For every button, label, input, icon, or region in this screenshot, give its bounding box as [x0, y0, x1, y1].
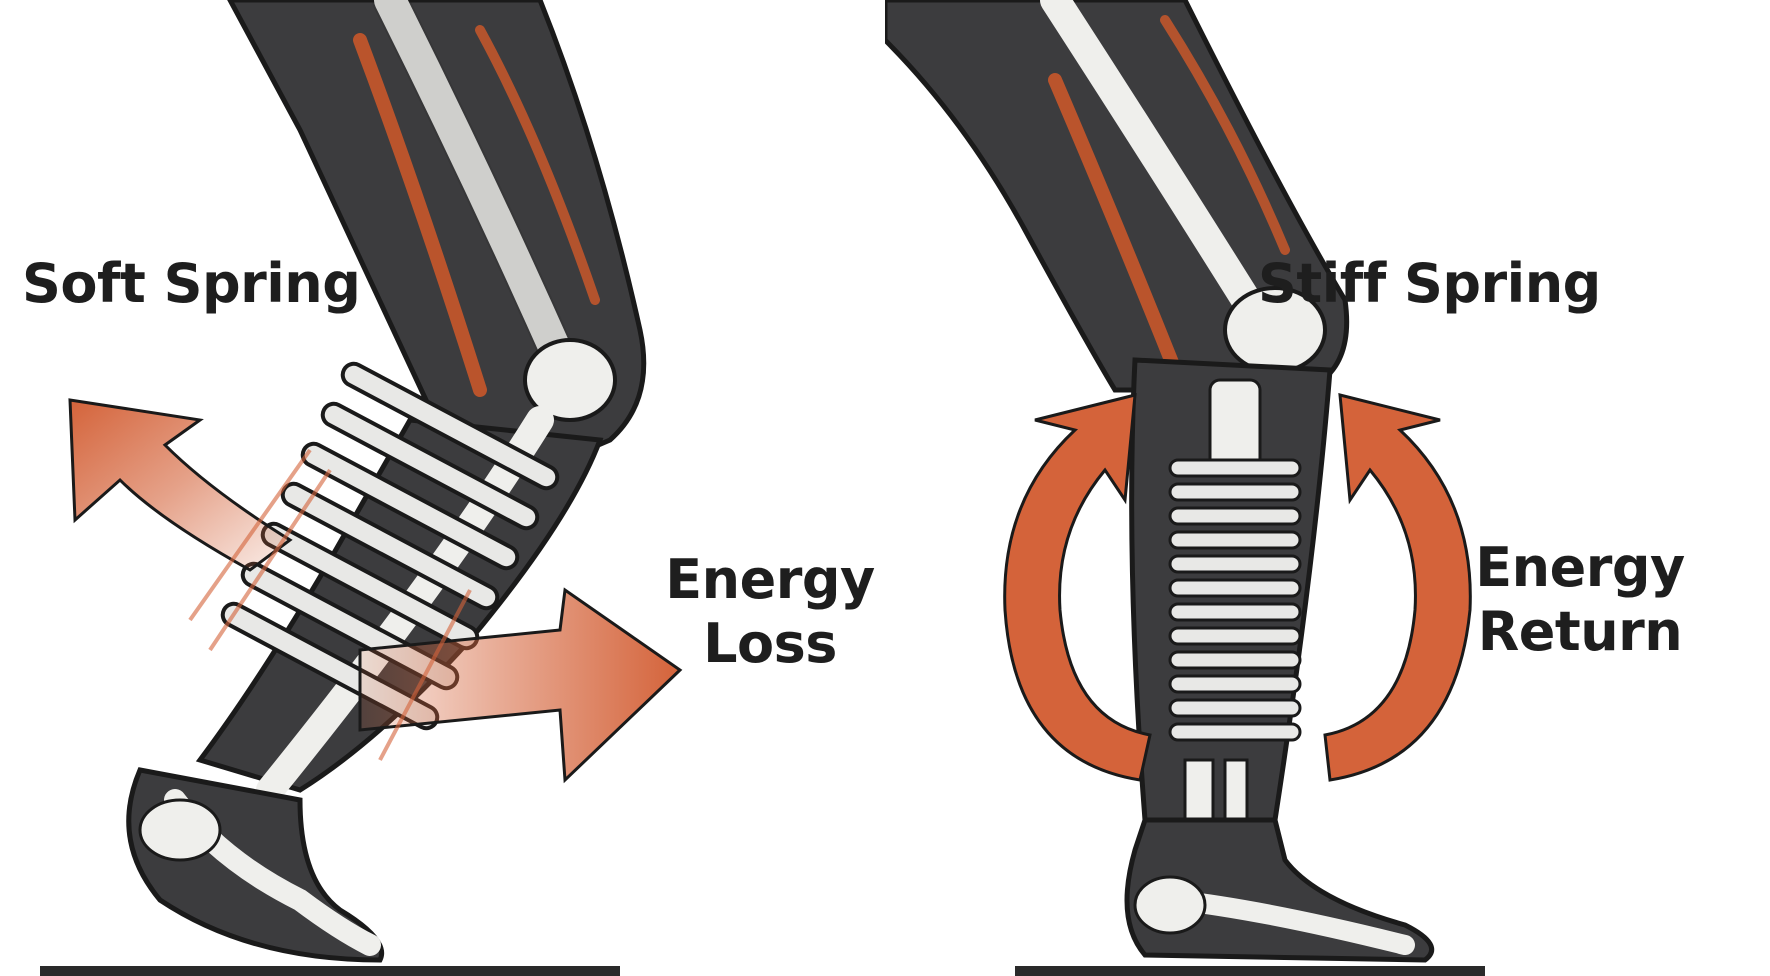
energy-loss-arrow-left: [70, 400, 290, 570]
stiff-spring-leg-illustration: [885, 0, 1770, 976]
energy-return-label: Energy Return: [1445, 536, 1715, 663]
soft-spring-title: Soft Spring: [22, 252, 360, 316]
soft-spring-panel: Soft Spring Energy Loss: [0, 0, 885, 976]
energy-loss-label: Energy Loss: [660, 548, 880, 675]
stiff-spring-title: Stiff Spring: [1258, 252, 1601, 316]
heel-bone: [140, 800, 220, 860]
stiff-spring-panel: Stiff Spring Energy Return: [885, 0, 1770, 976]
energy-return-label-line2: Return: [1445, 600, 1715, 664]
energy-return-arrow-left: [1005, 395, 1150, 780]
energy-return-label-line1: Energy: [1445, 536, 1715, 600]
energy-loss-label-line1: Energy: [660, 548, 880, 612]
soft-spring-leg-illustration: [0, 0, 885, 976]
energy-loss-label-line2: Loss: [660, 612, 880, 676]
tibia-head: [1210, 380, 1260, 470]
ground-line: [40, 966, 620, 976]
ground-line: [1015, 966, 1485, 976]
heel-bone: [1135, 877, 1205, 933]
